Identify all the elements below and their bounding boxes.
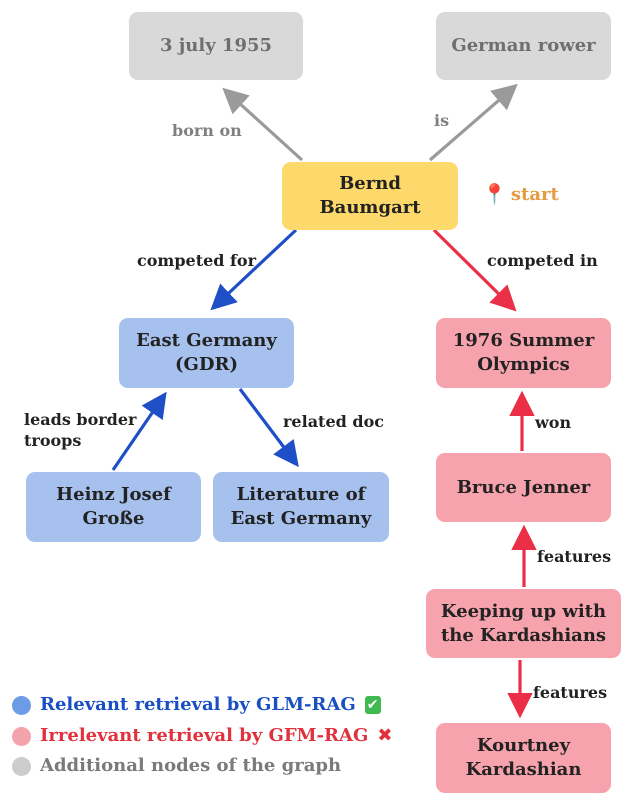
start-label: start <box>510 183 559 205</box>
edge-born-on <box>222 87 304 162</box>
edge-related-doc <box>238 388 299 468</box>
legend-additional: Additional nodes of the graph <box>12 755 341 777</box>
node-literature-of-east-germany: Literature of East Germany <box>213 472 389 542</box>
node-german-rower: German rower <box>436 12 611 80</box>
legend-relevant-text: Relevant retrieval by GLM-RAG <box>40 694 356 715</box>
check-mark-icon: ✔ <box>364 696 381 714</box>
node-bruce-jenner: Bruce Jenner <box>436 453 611 522</box>
edge-is <box>428 83 518 162</box>
start-marker: 📍 start <box>482 182 559 206</box>
edge-label-features-1: features <box>537 547 612 566</box>
edge-competed-in <box>432 228 517 312</box>
edge-label-is: is <box>434 111 450 130</box>
legend-relevant: Relevant retrieval by GLM-RAG ✔ <box>12 694 381 716</box>
node-heinz-josef-grosse: Heinz Josef Große <box>26 472 201 542</box>
edge-competed-for <box>210 228 298 311</box>
edge-label-leads-border-troops: leads border troops <box>24 410 137 450</box>
edge-label-won: won <box>535 413 572 432</box>
node-1976-summer-olympics: 1976 Summer Olympics <box>436 318 611 388</box>
edge-label-competed-in: competed in <box>487 251 598 270</box>
edge-label-competed-for: competed for <box>137 251 257 270</box>
legend-dot-blue-icon <box>12 695 31 715</box>
edge-leads-border-troops <box>111 391 167 471</box>
legend-additional-text: Additional nodes of the graph <box>40 755 342 776</box>
legend-irrelevant: Irrelevant retrieval by GFM-RAG ✖ <box>12 725 392 747</box>
node-bernd-baumgart: Bernd Baumgart <box>282 162 458 230</box>
edge-label-born-on: born on <box>172 121 242 140</box>
node-keeping-up-with-the-kardashians: Keeping up with the Kardashians <box>426 589 621 658</box>
node-kourtney-kardashian: Kourtney Kardashian <box>436 723 611 793</box>
edge-label-features-2: features <box>533 683 608 702</box>
legend-dot-grey-icon <box>12 756 31 776</box>
node-east-germany: East Germany (GDR) <box>119 318 294 388</box>
edge-label-related-doc: related doc <box>283 412 384 431</box>
legend-dot-pink-icon <box>12 726 31 746</box>
node-birth-date: 3 july 1955 <box>129 12 303 80</box>
pin-icon: 📍 <box>482 182 507 206</box>
cross-mark-icon: ✖ <box>377 725 393 746</box>
legend-irrelevant-text: Irrelevant retrieval by GFM-RAG <box>40 725 369 746</box>
